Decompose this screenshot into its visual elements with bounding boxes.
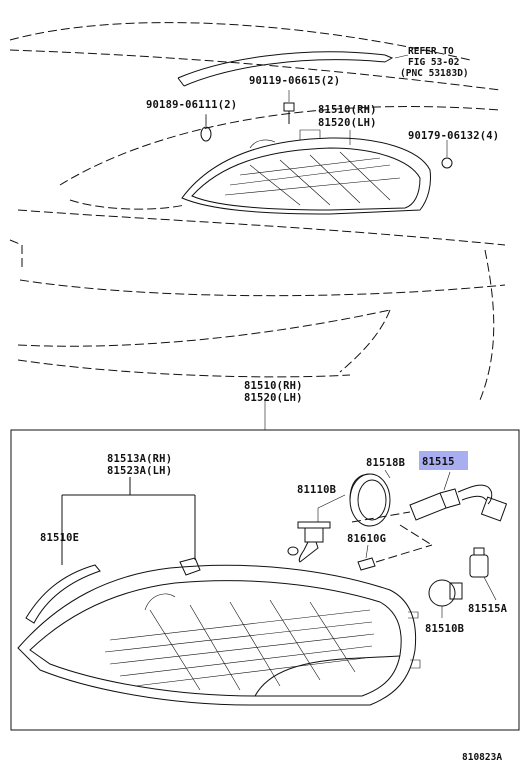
refer-line-2: FIG 53-02	[408, 57, 459, 68]
trim-strip-81510e	[25, 564, 101, 624]
bolt-90119	[283, 90, 295, 124]
headlamp-lower	[17, 557, 421, 706]
label-81510-rh-mid: 81510(RH)	[244, 380, 303, 392]
label-81510b: 81510B	[425, 623, 464, 635]
detail-box	[10, 429, 520, 731]
upper-leaders	[205, 114, 448, 430]
nut-90179	[441, 142, 453, 169]
label-81520-lh-top: 81520(LH)	[318, 117, 377, 129]
seal-81518b	[349, 469, 391, 527]
label-81510e: 81510E	[40, 532, 79, 544]
label-90189: 90189-06111(2)	[146, 99, 237, 111]
leader-81513a	[61, 477, 196, 565]
label-90179: 90179-06132(4)	[408, 130, 499, 142]
label-81518b: 81518B	[366, 457, 405, 469]
highlight-81515	[419, 451, 468, 470]
label-81510-rh-top: 81510(RH)	[318, 104, 377, 116]
label-81515[interactable]: 81515	[422, 456, 455, 468]
bulb-81110b	[287, 494, 346, 563]
figure-id: 810823A	[462, 752, 502, 763]
vehicle-front-outline	[9, 22, 506, 401]
bulb-81610g	[357, 524, 433, 571]
socket-81515a	[469, 547, 497, 601]
label-81515a: 81515A	[468, 603, 508, 615]
wiring-strip	[177, 51, 409, 87]
label-81513a: 81513A(RH)	[107, 453, 172, 465]
headlamp-upper	[181, 129, 431, 215]
label-90119: 90119-06615(2)	[249, 75, 340, 87]
refer-line-1: REFER TO	[408, 46, 454, 57]
label-81523a: 81523A(LH)	[107, 465, 172, 477]
bulb-81510b	[428, 579, 463, 618]
label-81110b: 81110B	[297, 484, 336, 496]
label-81610g: 81610G	[347, 533, 386, 545]
refer-line-3: (PNC 53183D)	[400, 68, 469, 79]
label-81520-lh-mid: 81520(LH)	[244, 392, 303, 404]
bulb-81515	[351, 471, 508, 523]
